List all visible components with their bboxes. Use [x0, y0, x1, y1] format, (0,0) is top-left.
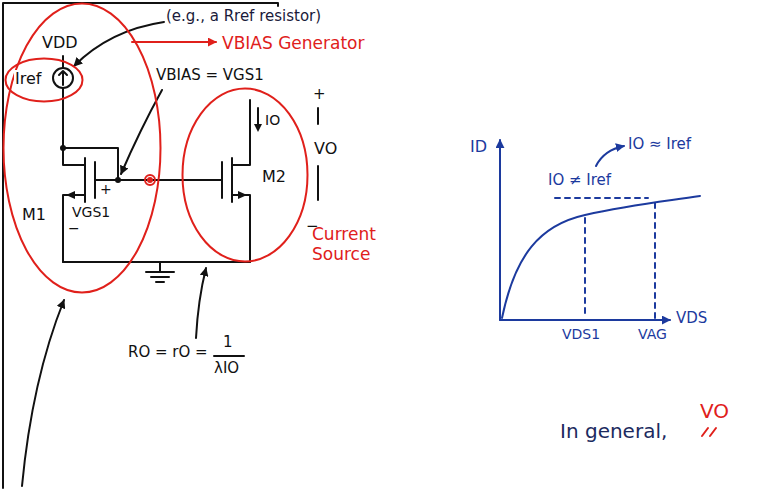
guide-lines	[555, 198, 655, 318]
gate-connector	[162, 179, 181, 181]
transistor-gate	[221, 162, 223, 198]
voltage-label: VO	[700, 400, 729, 423]
note-text: (e.g., a Rref resistor)	[166, 8, 321, 25]
voltage-label: VGS1	[72, 204, 110, 220]
polarity-sign: −	[306, 218, 319, 235]
annotation-text: IO ≈ Iref	[628, 136, 691, 153]
current-source-region: Current Source	[181, 87, 309, 263]
note-text: In general,	[560, 420, 667, 443]
junction-dot	[60, 145, 66, 151]
reference-source-region: Iref	[4, 57, 84, 103]
region-label: Current Source	[312, 225, 392, 264]
current-arrow	[257, 108, 259, 126]
axis-label: ID	[470, 138, 487, 156]
current-source-arrow	[59, 71, 67, 85]
emphasis-marks	[702, 428, 716, 436]
diode-connection-wire	[63, 148, 118, 180]
axis-label: VDS	[676, 310, 707, 327]
leader-line	[74, 22, 164, 66]
voltage-label: VO	[314, 140, 337, 158]
formula-text: RO = rO =	[128, 344, 208, 361]
transistor-label: M2	[262, 168, 286, 186]
polarity-sign: +	[100, 181, 112, 197]
bias-voltage-label: VBIAS = VGS1	[156, 67, 264, 84]
bias-node-mark	[145, 175, 155, 185]
region-ellipse	[4, 4, 161, 293]
fraction-bar	[214, 355, 244, 357]
annotation-arrow	[596, 146, 624, 166]
ground-wire	[63, 261, 250, 263]
axis-tick-label: VAG	[638, 326, 667, 342]
leader-line	[196, 268, 206, 338]
region-label: VBIAS Generator	[222, 34, 364, 54]
drain-wire	[232, 100, 250, 165]
transistor-label: M1	[22, 206, 46, 224]
current-label: IO	[265, 112, 280, 128]
supply-label: VDD	[42, 34, 78, 52]
formula-text: λIO	[214, 360, 239, 377]
polarity-sign: +	[313, 86, 326, 103]
drain-wire	[63, 88, 85, 165]
iv-curve	[502, 196, 700, 318]
page-frame	[3, 3, 278, 488]
region-outline	[181, 87, 309, 263]
iv-graph	[500, 140, 700, 320]
region-ellipse	[183, 89, 308, 262]
red-annotations	[132, 42, 716, 436]
source-arrow	[66, 191, 75, 199]
ground-symbol	[146, 262, 174, 282]
bias-node-dot	[147, 177, 153, 183]
circuit-wires	[3, 3, 318, 488]
polarity-sign: −	[68, 220, 80, 236]
region-outline	[2, 2, 162, 294]
region-ellipse	[6, 59, 83, 102]
bias-generator-region: VBIAS GeneratorIref	[2, 2, 162, 294]
leader-line	[22, 300, 64, 486]
leader-line	[132, 41, 216, 43]
current-arrowhead	[254, 124, 262, 132]
x-axis	[500, 319, 670, 321]
current-source-symbol	[53, 68, 73, 88]
source-wire	[232, 195, 250, 262]
region-label: Iref	[14, 70, 42, 88]
source-arrow	[238, 191, 247, 199]
annotation-text: IO ≠ Iref	[548, 172, 611, 189]
axis-tick-label: VDS1	[562, 326, 600, 342]
y-axis	[499, 140, 501, 320]
formula-text: 1	[223, 334, 233, 351]
junction-dot	[115, 177, 121, 183]
